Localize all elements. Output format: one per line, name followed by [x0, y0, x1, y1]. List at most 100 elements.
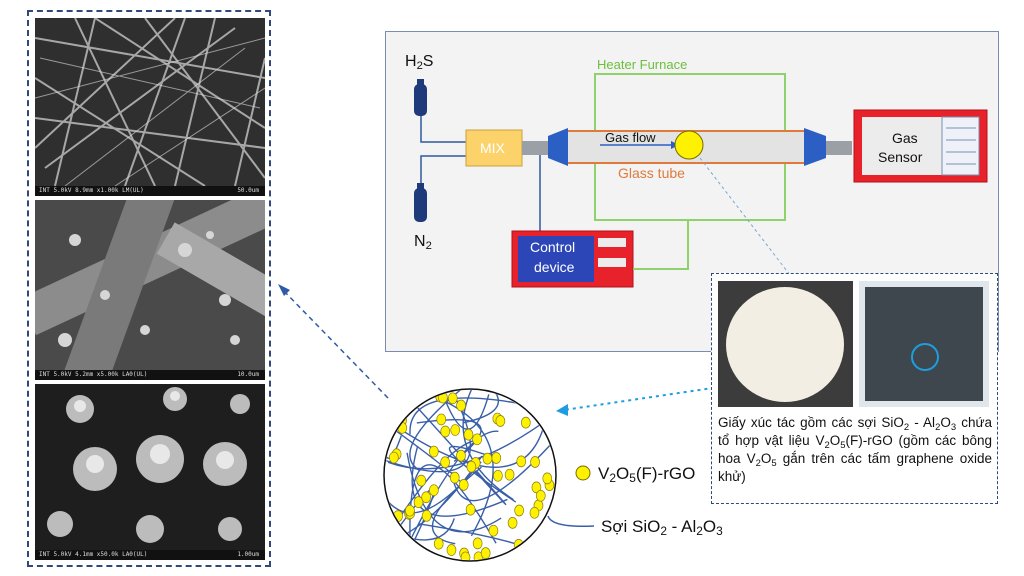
flower-dot	[530, 456, 540, 468]
caption-part: (F)-rGO (gồm các bông hoa V	[718, 433, 992, 466]
control-to-furnace-line	[633, 220, 689, 270]
left-tube-cap	[548, 128, 568, 166]
flower-dot	[472, 433, 482, 446]
sem-caption-3: INT 5.0kV 4.1mm x50.0k LA0(UL) 1.00um	[35, 550, 265, 560]
legend-fiber-sub: 3	[716, 524, 723, 538]
flower-dot	[507, 517, 518, 529]
flower-dot	[458, 479, 469, 491]
sem-info-3: INT 5.0kV 4.1mm x50.0k LA0(UL)	[39, 551, 148, 558]
flower-dot	[440, 425, 451, 438]
legend-dot-icon	[575, 465, 591, 481]
flower-dot	[440, 456, 450, 469]
flower-dot	[450, 424, 461, 436]
caption-sub: 2	[824, 440, 830, 451]
sem-image-flowers: INT 5.0kV 4.1mm x50.0k LA0(UL) 1.00um	[35, 384, 265, 560]
legend-fiber-text: Sợi SiO	[601, 517, 661, 536]
caption-sub: 2	[903, 422, 910, 433]
control-device-inner	[518, 236, 594, 282]
sample-to-inset-line	[699, 157, 791, 276]
flower-dot	[465, 503, 476, 516]
caption-part: chứa tổ hợp vật liệu V	[718, 415, 992, 448]
white-paper-disc	[726, 287, 844, 402]
n2-cylinder	[414, 183, 427, 222]
fiber-line	[385, 518, 455, 541]
legend-fiber-text: O	[702, 517, 717, 536]
caption-sub: 5	[771, 458, 777, 469]
flower-dot	[413, 496, 424, 509]
legend-dot-text: V	[598, 464, 610, 483]
caption-part: O	[940, 415, 951, 430]
flower-dot	[532, 404, 543, 417]
legend-fiber-sub: 2	[660, 524, 667, 538]
n2-line	[420, 155, 466, 183]
sem-info-2: INT 5.0kV 5.2mm x5.00k LA0(UL)	[39, 371, 148, 378]
legend-fiber-label: Sợi SiO2 - Al2O3	[601, 517, 723, 537]
legend-fiber-sub: 2	[696, 524, 703, 538]
highlight-ring	[911, 343, 939, 371]
coated-paper-photo	[859, 281, 989, 407]
flower-dot	[472, 537, 483, 550]
fiber-line	[398, 390, 507, 506]
caption-part: - Al	[909, 415, 936, 430]
sensor-connector	[826, 141, 852, 155]
n2-label: N2	[414, 233, 432, 252]
legend-dot-text: O	[615, 464, 630, 483]
control-button-2	[598, 258, 626, 267]
flower-dot	[524, 391, 535, 404]
caption-sub: 2	[755, 458, 761, 469]
flower-dot	[460, 551, 471, 560]
setup-drawing	[414, 73, 988, 288]
gas-sensor-label-2: Sensor	[878, 149, 923, 165]
coated-fiber-texture	[35, 200, 265, 380]
sem-caption-1: INT 5.0kV 8.9mm x1.00k LM(UL) 50.0um	[35, 186, 265, 196]
h2s-line	[420, 116, 466, 143]
sem-image-panel: INT 5.0kV 8.9mm x1.00k LM(UL) 50.0um INT…	[27, 10, 271, 567]
gas-flow-label: Gas flow	[605, 130, 656, 145]
h2s-label-sub: 2	[416, 60, 423, 72]
flower-dot	[447, 392, 458, 405]
flower-dot	[449, 471, 460, 484]
flower-dot	[535, 489, 546, 502]
sensor-panel-lines	[946, 127, 976, 165]
flower-dot	[488, 524, 499, 537]
white-paper-photo	[718, 281, 853, 407]
flower-dot	[466, 460, 477, 473]
sample-circle	[674, 130, 704, 160]
catalyst-paper-inset: Giấy xúc tác gồm các sợi SiO2 - Al2O3 ch…	[711, 273, 998, 504]
glass-tube-label: Glass tube	[618, 165, 685, 181]
flower-dot	[388, 451, 399, 464]
flower-dot	[456, 399, 466, 412]
flower-dot	[520, 416, 531, 429]
flower-dot	[428, 445, 439, 458]
flower-dot	[421, 509, 432, 522]
legend-dot-text: (F)-rGO	[635, 464, 696, 483]
inset-to-circle-arrow	[563, 356, 923, 411]
sem-arrowhead	[278, 284, 290, 296]
flower-dot	[529, 506, 540, 519]
control-device-label-2: device	[534, 259, 575, 275]
sem-image-fibers: INT 5.0kV 8.9mm x1.00k LM(UL) 50.0um	[35, 18, 265, 196]
inset-caption: Giấy xúc tác gồm các sợi SiO2 - Al2O3 ch…	[718, 414, 992, 486]
control-device-label-1: Control	[530, 239, 576, 255]
flower-texture	[35, 384, 265, 550]
caption-part: O	[829, 433, 841, 448]
flower-dot	[542, 472, 553, 485]
flower-dot	[429, 484, 439, 497]
fiber-line	[397, 430, 499, 560]
setup-diagram: H2S N2 MIX Heater Furnace Gas flow Glass…	[385, 31, 999, 352]
h2s-cylinder	[414, 79, 427, 116]
sem-scale-1: 50.0um	[237, 187, 259, 194]
fiber-texture	[35, 18, 265, 187]
n2-label-sub: 2	[425, 240, 432, 252]
caption-sub: 3	[950, 422, 957, 433]
flower-dot	[493, 469, 503, 482]
flower-dot	[482, 452, 493, 465]
fiber-line	[394, 440, 474, 526]
fiber-line	[409, 397, 523, 435]
control-button-1	[598, 238, 626, 247]
caption-sub: 2	[935, 422, 941, 433]
h2s-label: H2S	[405, 53, 434, 72]
h2s-label-rest: S	[422, 53, 434, 70]
legend-dot-sub: 2	[609, 471, 616, 485]
